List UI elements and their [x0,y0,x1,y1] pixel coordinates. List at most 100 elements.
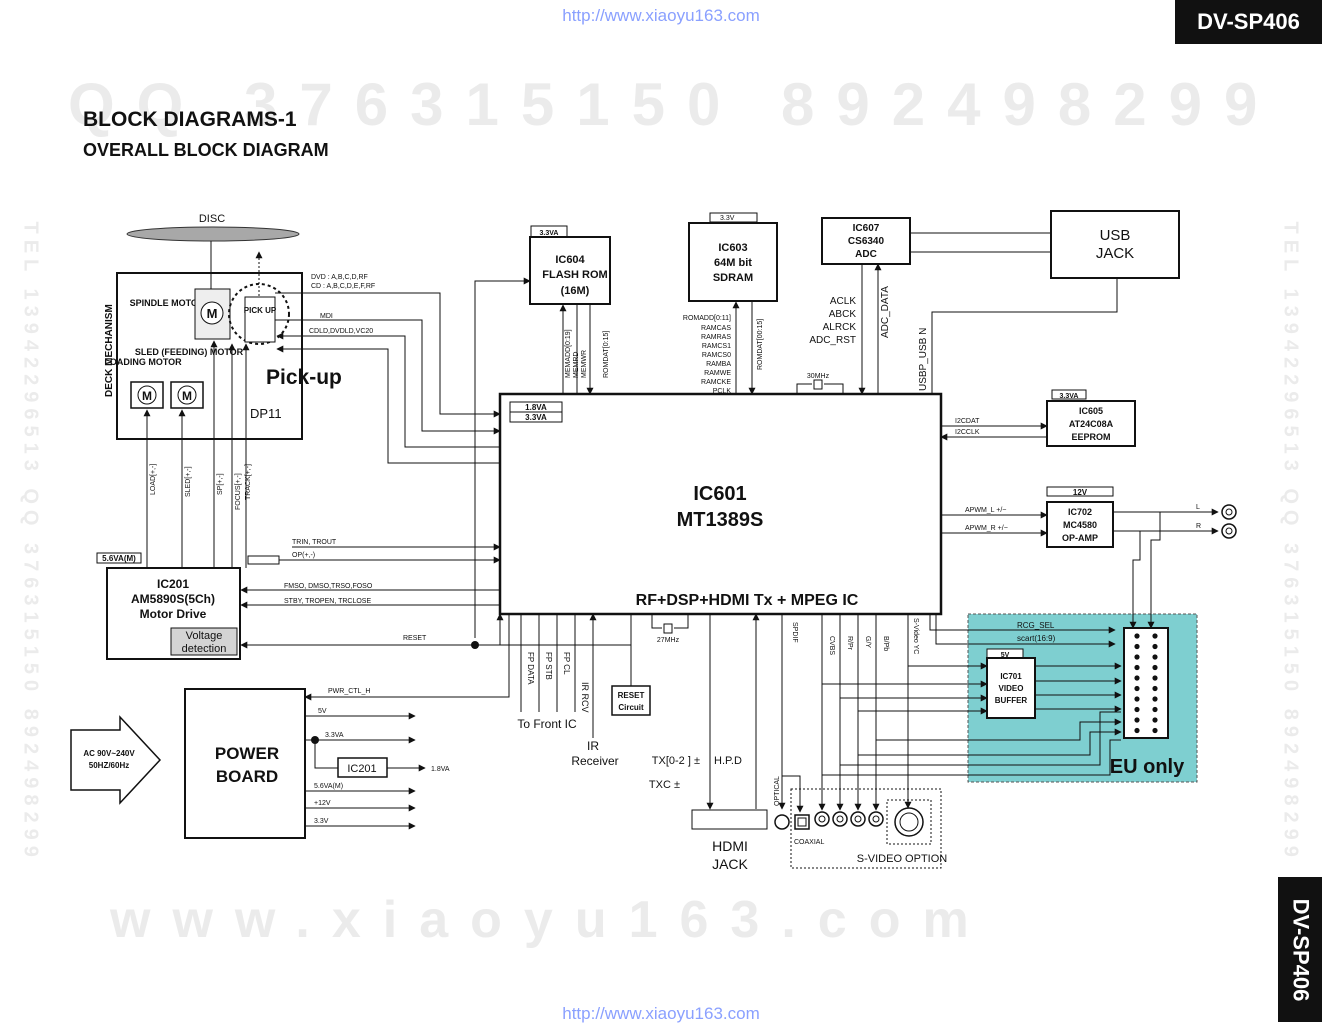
ic603-desc2: SDRAM [713,272,753,284]
op-label: OP(+,-) [292,552,315,559]
ic607-desc: ADC [855,249,877,260]
ic601-name: IC601 [693,483,746,505]
ic605-desc: EEPROM [1071,432,1110,442]
hdmi-hpd-label: H.P.D [714,755,742,767]
spdif-label: SPDIF [791,622,798,643]
sdram-sig-1: RAMCAS [701,325,731,332]
reset-circuit-box [611,685,651,716]
cvbs-label: CVBS [828,636,835,655]
scart-audio-l-line [1147,512,1161,629]
rcg-sel-label: RCG_SEL [1017,621,1055,630]
audio-r-jack-inner [1225,527,1233,535]
optical-jack [774,814,790,830]
ic604-box [529,236,611,305]
mdi-line [275,319,501,435]
scart-pin [1134,675,1140,681]
scart-pin [1152,727,1158,734]
pickup-big-label: Pick-up [266,366,342,389]
disc-platter [126,226,300,242]
svideo-option-region [790,788,942,869]
model-tab-top: DV-SP406 [1175,0,1322,44]
audio-l-jack [1221,504,1237,520]
usb-jack-line1: USB [1100,227,1131,244]
coaxial-jack [794,814,810,830]
cvbs-jack-inner [818,815,826,823]
scart-pin [1152,685,1158,692]
loading-motor-symbol [137,385,157,405]
ic701-desc1: VIDEO [999,684,1024,693]
adc-sig-0: ACLK [830,296,856,307]
vbuf-bypass-2 [858,728,1122,756]
fmso-label: FMSO, DMSO,TRSO,FOSO [284,583,373,590]
crystal-30mhz-label: 30MHz [807,373,830,380]
fp-data-label: FP DATA [526,652,535,685]
scart-pin [1134,706,1140,713]
ac-input-line2: 50HZ/60Hz [89,761,129,770]
scart-pin [1152,633,1158,639]
ic603-power: 3.3V [720,215,735,222]
crystal-30-lead-a [796,383,812,394]
fp-cl-label: FP CL [562,652,571,675]
sdram-sig-3: RAMCS1 [702,343,731,350]
source-url-bottom[interactable]: http://www.xiaoyu163.com [562,1004,760,1023]
reset-to-flash-line [474,277,531,638]
scart-connector [1123,627,1169,739]
hdmi-jack-line1: HDMI [712,838,748,854]
apwm-r-label: APWM_R +/− [965,525,1008,532]
flash-sig-0: MEMADD[0:19] [565,329,572,378]
scart-pin [1134,664,1140,671]
ic601-box [498,392,943,616]
rcg-sel-line [929,614,1116,634]
scart-pins [1134,633,1158,734]
ic702-part: MC4580 [1063,520,1097,530]
reg-out-label: 1.8VA [431,766,450,773]
scart-pin [1152,696,1158,702]
cd-signal-label: CD : A,B,C,D,E,F,RF [311,283,375,290]
sdram-sig-0: ROMADD[0:11] [683,315,731,322]
ic601-desc: RF+DSP+HDMI Tx + MPEG IC [636,592,859,609]
ic201-part: AM5890S(5Ch) [131,592,215,606]
usb-jack-box [1050,210,1180,279]
scart-pin [1152,706,1158,713]
flash-sig-2: MEMWR [581,350,588,378]
scart-pin [1134,633,1140,639]
ic604-desc2: (16M) [561,285,590,297]
reset-label: RESET [403,635,427,642]
scart-169-label: scart(16:9) [1017,634,1056,643]
vbuf-bypass-3 [840,711,1121,766]
ic604-power: 3.3VA [540,230,559,237]
scart-pin [1152,654,1158,660]
ic605-power-box [1051,389,1087,400]
track-label: TRACK[+,-] [245,464,252,500]
crystal-30-lead-b [824,383,844,394]
coaxial-jack-inner [797,817,807,827]
page-title: BLOCK DIAGRAMS-1 [83,108,297,131]
spdif-coax-line [781,614,804,813]
out-33v-label: 3.3V [314,818,329,825]
op-resistor [247,555,280,565]
vc20-line [276,345,500,464]
hdmi-txc-label: TXC ± [649,779,680,791]
ic601-power2-box [509,411,563,423]
ic702-desc: OP-AMP [1062,533,1098,543]
watermark-qq: QQ 376315150 892498299 [68,71,1280,138]
focus-label: FOCUS[+,-] [235,473,242,510]
reset-circuit-line1: RESET [618,691,645,700]
fp-stb-label: FP STB [544,652,553,680]
ic604-name: IC604 [555,254,585,266]
reg-ic201-label: IC201 [347,763,376,775]
ic601-power1: 1.8VA [525,403,547,412]
eu-only-label: EU only [1110,756,1185,778]
ic701-name: IC701 [1000,672,1022,681]
loading-motor-label: LOADING MOTOR [104,357,182,367]
to-front-ic-label: To Front IC [517,717,577,731]
out-33va-label: 3.3VA [325,732,344,739]
adc-sig-1: ABCK [829,309,857,320]
ic702-power-box [1046,486,1114,497]
sdram-sig-6: RAMWE [704,370,731,377]
audio-l-label: L [1196,504,1200,511]
source-url-top[interactable]: http://www.xiaoyu163.com [562,6,760,25]
svideo-option-label: S-VIDEO OPTION [857,853,948,865]
ic605-part: AT24C08A [1069,419,1114,429]
